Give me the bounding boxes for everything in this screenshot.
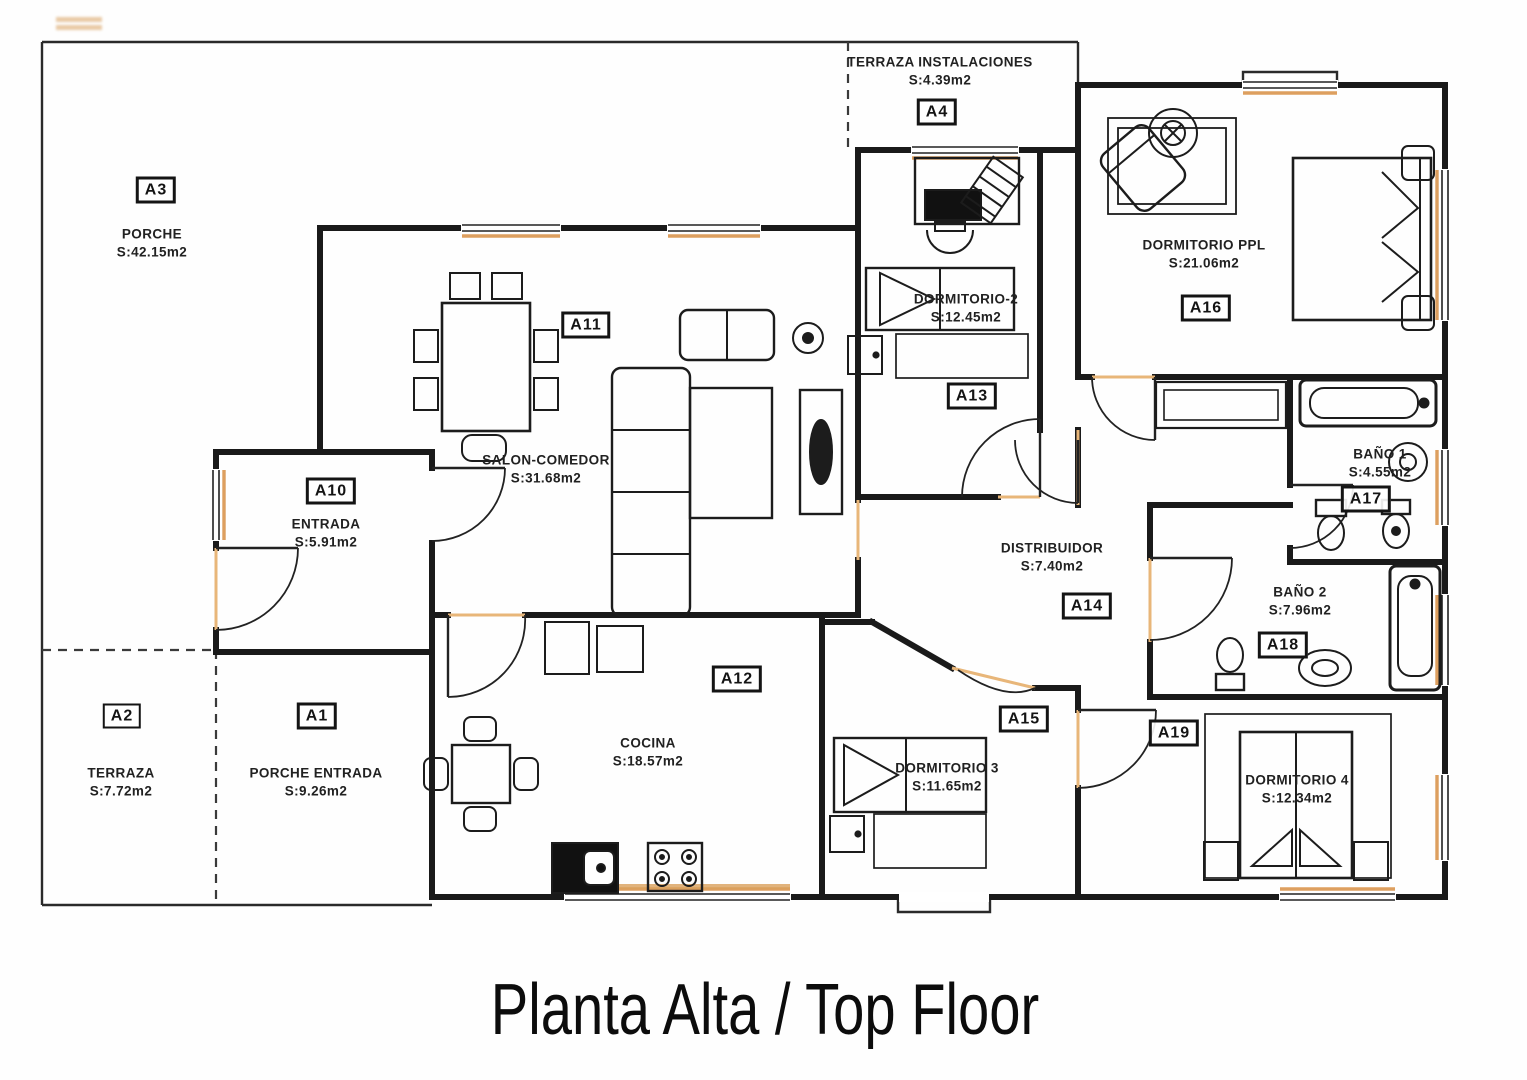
room-label-a17: BAÑO 1 S:4.55m2 — [1349, 445, 1412, 480]
sofa-small — [678, 308, 776, 362]
terrace-dashed-lines — [42, 42, 850, 905]
room-area: S:12.45m2 — [930, 309, 1002, 324]
room-badge-a17: A17 — [1340, 485, 1392, 513]
room-name: COCINA — [620, 735, 676, 751]
washbasin-2 — [1298, 649, 1352, 687]
room-area: S:42.15m2 — [116, 244, 188, 259]
room-badge-a10: A10 — [305, 477, 357, 505]
room-label-a18: BAÑO 2 S:7.96m2 — [1269, 583, 1332, 618]
room-name: DORMITORIO PPL — [1142, 237, 1266, 253]
room-area: S:5.91m2 — [294, 534, 358, 549]
room-badge-a18: A18 — [1257, 631, 1309, 659]
room-name: DISTRIBUIDOR — [1000, 540, 1104, 556]
room-label-a13: DORMITORIO-2 S:12.45m2 — [914, 290, 1018, 325]
room-name: DORMITORIO 3 — [895, 760, 999, 776]
room-label-a12: COCINA S:18.57m2 — [613, 734, 683, 769]
room-name: DORMITORIO 4 — [1245, 772, 1349, 788]
room-area: S:7.96m2 — [1268, 602, 1332, 617]
room-name: BAÑO 2 — [1273, 584, 1327, 600]
room-area: S:7.40m2 — [1020, 558, 1084, 573]
kitchen-table-set — [423, 716, 539, 832]
double-bed — [1291, 145, 1435, 331]
room-label-a10: ENTRADA S:5.91m2 — [292, 515, 361, 550]
room-name: TERRAZA — [87, 765, 155, 781]
room-area: S:7.72m2 — [89, 783, 153, 798]
coffee-table — [688, 386, 774, 520]
kitchen-cabinets — [544, 621, 644, 675]
armchair — [1099, 124, 1187, 212]
bathtub-2 — [1388, 564, 1442, 692]
tv-console — [798, 388, 844, 516]
room-label-a1: PORCHE ENTRADA S:9.26m2 — [249, 764, 382, 799]
desk — [913, 155, 1025, 226]
room-name: PORCHE — [121, 226, 183, 242]
sofa-large — [610, 366, 692, 618]
bed-dormitorio-4 — [1203, 713, 1392, 881]
room-label-a4: TERRAZA INSTALACIONES S:4.39m2 — [847, 53, 1032, 88]
room-label-a2: TERRAZA S:7.72m2 — [87, 764, 154, 799]
doors-layer — [215, 376, 1354, 789]
room-name: DORMITORIO-2 — [913, 291, 1019, 307]
furniture-layer — [413, 108, 1442, 894]
room-area: S:18.57m2 — [612, 753, 684, 768]
room-badge-a3: A3 — [135, 176, 177, 204]
room-area: S:9.26m2 — [284, 783, 348, 798]
floor-title-text: Planta Alta / Top Floor — [490, 970, 1040, 1050]
bidet-1 — [1380, 498, 1412, 549]
room-badge-a13: A13 — [946, 382, 998, 410]
floor-plan-drawing — [40, 40, 1450, 914]
room-badge-a2: A2 — [102, 703, 142, 729]
toilet-2 — [1214, 637, 1246, 692]
room-badge-a12: A12 — [711, 665, 763, 693]
room-name: SALON-COMEDOR — [482, 452, 610, 468]
room-badge-a19: A19 — [1148, 719, 1200, 747]
dining-table-set — [413, 272, 559, 462]
room-area: S:31.68m2 — [510, 470, 582, 485]
round-side-table — [1148, 108, 1198, 158]
bed-dormitorio-3 — [829, 736, 988, 869]
washbasin-1 — [1388, 442, 1428, 482]
room-badge-a1: A1 — [296, 702, 338, 730]
closet — [1154, 380, 1288, 430]
room-name: PORCHE ENTRADA — [249, 765, 383, 781]
room-name: ENTRADA — [291, 516, 361, 532]
room-badge-a4: A4 — [916, 98, 958, 126]
room-area: S:12.34m2 — [1261, 790, 1333, 805]
room-badge-a16: A16 — [1180, 294, 1232, 322]
floor-title: Planta Alta / Top Floor — [413, 969, 1116, 1051]
room-label-a16: DORMITORIO PPL S:21.06m2 — [1142, 236, 1265, 271]
bed-dormitorio-2 — [847, 266, 1029, 379]
room-area: S:11.65m2 — [912, 778, 982, 793]
room-label-a3: PORCHE S:42.15m2 — [117, 225, 187, 260]
bathtub-1 — [1298, 378, 1438, 428]
stove — [646, 841, 704, 893]
logo-watermark — [56, 14, 102, 36]
room-name: TERRAZA INSTALACIONES — [847, 54, 1033, 70]
room-label-a19: DORMITORIO 4 S:12.34m2 — [1245, 771, 1349, 806]
room-area: S:21.06m2 — [1168, 255, 1240, 270]
desk-chair — [926, 221, 974, 254]
room-label-a11: SALON-COMEDOR S:31.68m2 — [482, 451, 609, 486]
room-area: S:4.39m2 — [908, 72, 972, 87]
room-name: BAÑO 1 — [1353, 446, 1407, 462]
room-badge-a14: A14 — [1061, 592, 1113, 620]
room-label-a15: DORMITORIO 3 S:11.65m2 — [895, 759, 999, 794]
speaker — [792, 322, 824, 354]
room-badge-a15: A15 — [998, 705, 1050, 733]
room-badge-a11: A11 — [561, 311, 611, 339]
room-label-a14: DISTRIBUIDOR S:7.40m2 — [1001, 539, 1103, 574]
room-area: S:4.55m2 — [1348, 464, 1412, 479]
kitchen-sink — [551, 842, 619, 894]
